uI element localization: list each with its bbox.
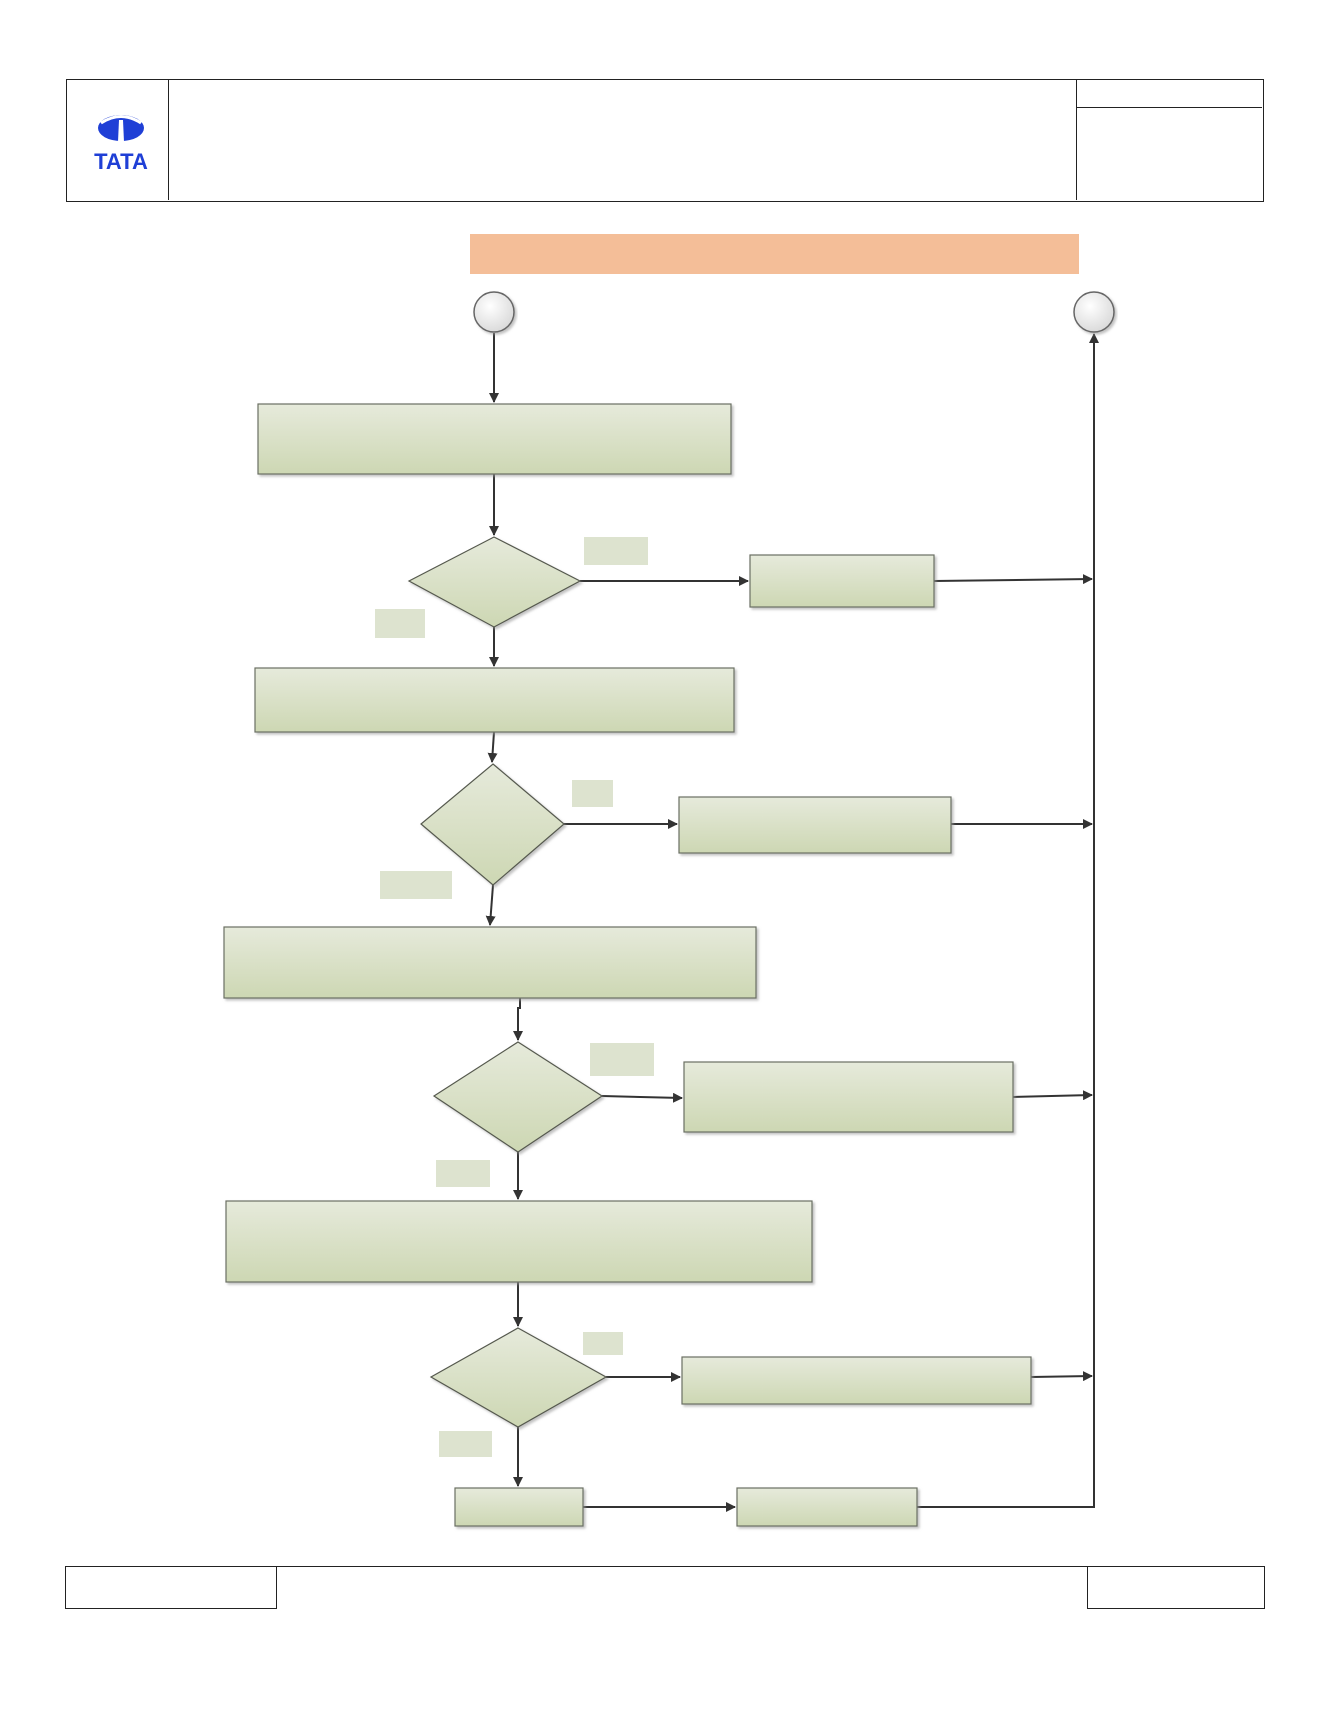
footer-center-cell: [277, 1567, 1077, 1609]
side-action-1: [749, 554, 935, 608]
side-action-3: [683, 1061, 1014, 1133]
edge-label-d3-no: [436, 1160, 490, 1187]
arrow-d3-to-side3: [601, 1092, 683, 1103]
logo-wordmark: TATA: [94, 149, 148, 174]
footer-left-cell: [65, 1567, 277, 1609]
header-logo-cell: TATA: [67, 80, 169, 200]
arrow-step3-to-d3: [513, 998, 523, 1041]
header-table: TATA: [66, 79, 1264, 202]
footer-right-cell: [1087, 1567, 1265, 1609]
connector-lines: [485, 333, 1099, 1512]
process-step-3: [223, 926, 757, 999]
edge-label-d2-no: [380, 871, 452, 899]
decision-4: [429, 1327, 608, 1428]
arrow-side3-to-bus: [1012, 1090, 1093, 1101]
process-step-4: [225, 1200, 813, 1283]
edge-label-d3-yes: [590, 1043, 654, 1076]
flow-title-banner: [470, 234, 1079, 274]
arrow-d2-to-step3: [485, 884, 496, 926]
process-step-2: [254, 667, 735, 733]
header-title-cell: [169, 80, 1077, 200]
edge-label-d4-yes: [583, 1332, 623, 1355]
decision-1: [407, 536, 582, 628]
tata-logo-icon: TATA: [94, 115, 148, 174]
decision-2: [420, 763, 565, 886]
return-bus-to-end: [917, 333, 1099, 1508]
arrow-side1-to-bus: [933, 574, 1093, 585]
arrow-side4-to-bus: [1030, 1371, 1093, 1382]
edge-label-d1-no: [375, 609, 425, 638]
end-connector: [1073, 291, 1115, 333]
footer-table: [65, 1566, 1265, 1609]
edge-label-d4-no: [439, 1431, 492, 1457]
process-step-1: [257, 403, 732, 475]
decision-3: [432, 1041, 604, 1153]
start-connector: [473, 291, 515, 333]
side-action-2: [678, 796, 952, 854]
header-docno-cell: [1077, 80, 1262, 108]
edge-label-d2-yes: [572, 780, 613, 807]
edge-label-d1-yes: [584, 537, 648, 565]
side-action-5: [736, 1487, 918, 1527]
side-action-4: [681, 1356, 1032, 1405]
arrow-step2-to-d2: [487, 731, 498, 763]
process-step-final: [454, 1487, 584, 1527]
